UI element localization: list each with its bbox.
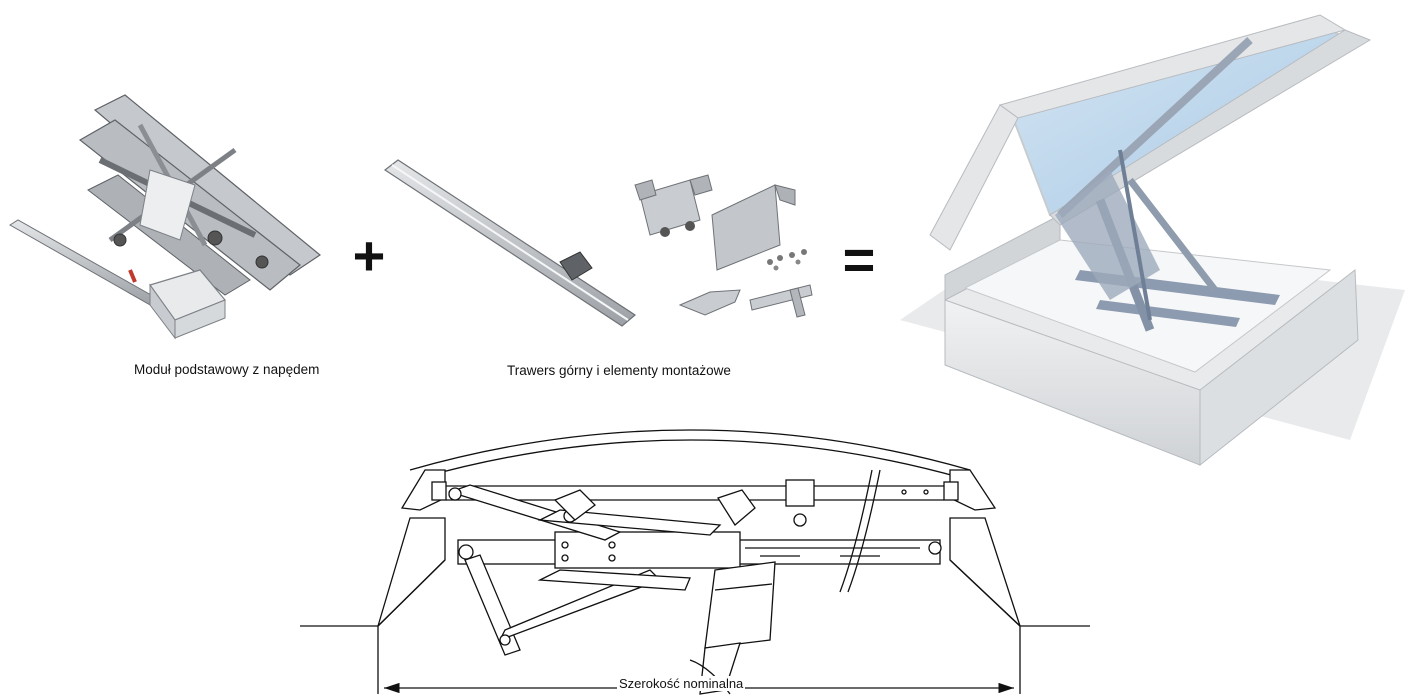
drive-module-illustration <box>9 94 322 340</box>
roof-hatch-illustration <box>900 14 1405 467</box>
top-traverse-caption: Trawers górny i elementy montażowe <box>507 363 731 378</box>
equals-sign: = <box>842 228 876 291</box>
base-module-caption: Moduł podstawowy z napędem <box>134 362 320 377</box>
mounting-parts-illustration <box>634 174 813 318</box>
traverse-bar-illustration <box>383 159 637 327</box>
nominal-width-label: Szerokość nominalna <box>617 676 746 691</box>
plus-sign: + <box>352 224 386 287</box>
cross-section-drawing <box>300 429 1090 695</box>
